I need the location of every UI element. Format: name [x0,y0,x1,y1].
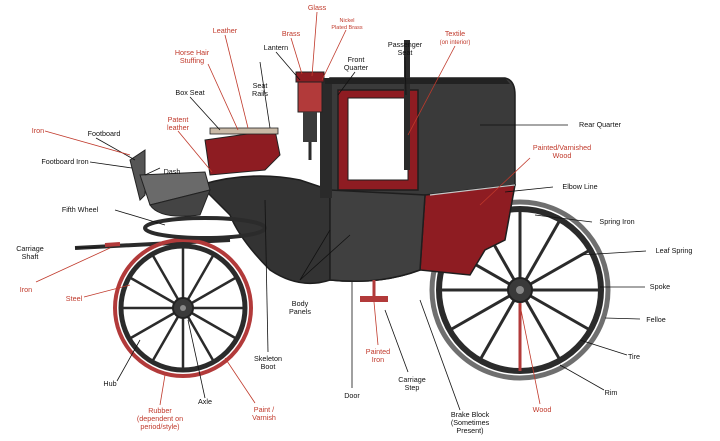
label-spring-iron: Spring Iron [599,217,634,226]
label-brake-block-2: (Sometimes [451,418,490,427]
label-nickel-2: Plated Brass [331,25,362,31]
label-nickel-1: Nickel [340,18,355,24]
label-horse-hair-2: Stuffing [180,56,204,65]
label-seat-rails-1: Seat [253,81,268,90]
front-pillar [320,78,332,198]
label-spoke: Spoke [650,282,670,291]
label-skeleton-boot-2: Boot [261,362,276,371]
label-painted-varnished-1: Painted/Varnished [533,143,591,152]
label-painted-varnished-2: Wood [553,151,572,160]
label-painted-iron-1: Painted [366,347,390,356]
label-dash: Dash [164,167,181,176]
rear-wheel-tire [429,199,611,381]
label-glass: Glass [308,3,327,12]
label-carriage-step-1: Carriage [398,375,426,384]
carriage-step-part [360,296,388,302]
label-iron-top: Iron [32,126,44,135]
fifth-wheel-part [143,216,267,240]
label-rear-quarter: Rear Quarter [579,120,622,129]
label-carriage-shaft-1: Carriage [16,244,44,253]
label-felloe: Felloe [646,315,666,324]
label-horse-hair-1: Horse Hair [175,48,210,57]
door-panel [329,189,426,282]
front-wheel-rubber [113,238,253,378]
label-door: Door [344,391,360,400]
label-brass: Brass [282,29,301,38]
label-steel: Steel [66,294,83,303]
box-seat-part [204,129,281,176]
label-rubber-2: (dependent on [137,414,183,423]
painted-wood-panel [419,184,516,276]
shaft-iron-part [104,242,121,247]
label-leather: Leather [213,26,238,35]
label-rim: Rim [605,388,618,397]
label-skeleton-boot-1: Skeleton [254,354,282,363]
label-rubber-3: period/style) [140,422,179,431]
label-wood: Wood [533,405,552,414]
label-rubber-1: Rubber [148,406,172,415]
label-textile-2: (on interior) [440,40,471,46]
front-wheel [113,238,253,378]
label-leaf-spring: Leaf Spring [656,246,693,255]
label-passenger-seat-2: Seat [398,48,413,57]
lantern [295,71,325,160]
label-textile-1: Textile [445,29,465,38]
passenger-seat-back [404,40,410,170]
label-brake-block-3: Present) [456,426,483,435]
label-painted-iron-2: Iron [372,355,384,364]
label-footboard-iron: Footboard Iron [41,157,88,166]
labels: Leather Brass Glass Nickel Plated Brass … [16,3,692,435]
label-lantern: Lantern [264,43,288,52]
window-glass [347,97,409,181]
label-tire: Tire [628,352,640,361]
dash-part [149,189,211,217]
label-patent-leather-1: Patent [168,115,189,124]
label-fifth-wheel: Fifth Wheel [62,205,99,214]
label-footboard: Footboard [88,129,121,138]
label-seat-rails-2: Rails [252,89,268,98]
seat-rails-part [209,127,279,135]
rear-wheel-hub-cap [516,286,524,294]
label-hub: Hub [103,379,116,388]
label-brake-block-1: Brake Block [451,410,490,419]
elbow-line-stripe [429,184,516,196]
label-passenger-seat-1: Passenger [388,40,423,49]
label-patent-leather-2: leather [167,123,190,132]
label-iron-left: Iron [20,285,32,294]
leader-lines [35,11,647,411]
roof [325,78,510,84]
label-paint-varnish-2: Varnish [252,413,276,422]
label-box-seat: Box Seat [175,88,204,97]
label-axle: Axle [198,397,212,406]
label-carriage-shaft-2: Shaft [22,252,39,261]
front-box [129,127,281,217]
front-wheel-hub-cap [180,305,186,311]
label-body-panels-1: Body [292,299,309,308]
label-front-quarter-1: Front [348,55,365,64]
label-paint-varnish-1: Paint / [254,405,274,414]
label-front-quarter-2: Quarter [344,63,369,72]
label-elbow-line: Elbow Line [562,182,597,191]
label-body-panels-2: Panels [289,307,311,316]
label-carriage-step-2: Step [405,383,420,392]
footboard-iron-part [129,149,146,201]
